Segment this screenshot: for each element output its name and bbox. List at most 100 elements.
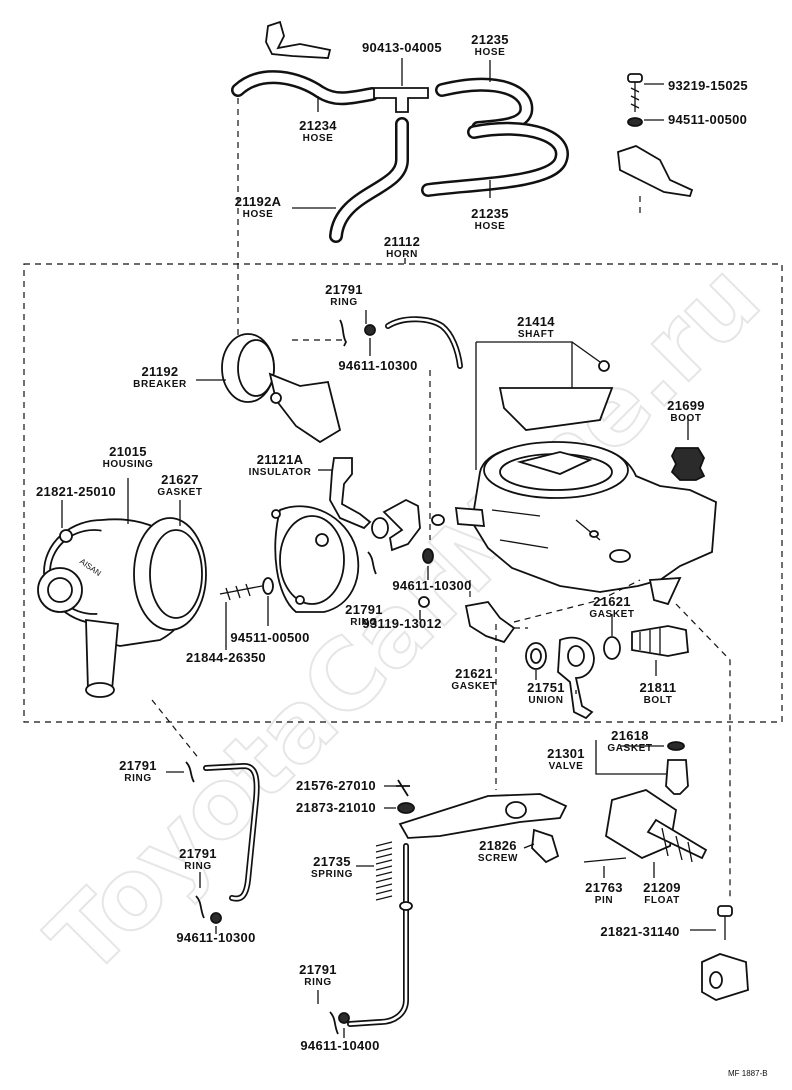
callout-part-name: RING [350, 617, 377, 628]
callout-part-name: INSULATOR [249, 467, 312, 478]
callout-part-number: 21791 [299, 962, 337, 977]
breaker-21192 [196, 98, 342, 444]
washer-21873 [397, 802, 415, 814]
washer-94511 [627, 117, 643, 127]
ring-21791-c [185, 761, 195, 783]
callout-part-name: SHAFT [518, 329, 554, 340]
union-bolt-group [513, 579, 731, 900]
callout-part-name: RING [184, 861, 211, 872]
callout-part-number: 21192 [142, 364, 179, 379]
gasket-21618 [667, 741, 685, 751]
callout-part-number: 21235 [471, 32, 509, 47]
screw-93119 [418, 580, 528, 644]
boot-21699 [670, 416, 706, 481]
washer-94611-upper [364, 324, 376, 336]
callout-part-name: RING [124, 773, 151, 784]
callout-part-number: 94611-10300 [176, 930, 255, 945]
callout-part-name: GASKET [589, 609, 634, 620]
callout-part-name: BOLT [644, 695, 673, 706]
valve-float-group [583, 740, 749, 1001]
callout-part-number: 21751 [527, 680, 565, 695]
callout-part-name: BOOT [670, 413, 701, 424]
screw-93219 [617, 73, 694, 214]
callout-part-name: HORN [386, 249, 418, 260]
callout-part-number: 21791 [119, 758, 157, 773]
callout-part-name: RING [304, 977, 331, 988]
hose-21234 [233, 72, 377, 103]
float-21209 [605, 789, 677, 860]
callout-part-number: 21618 [611, 728, 649, 743]
callout-part-number: 93119-13012 [362, 616, 441, 631]
callout-part-number: 93219-15025 [668, 78, 748, 93]
hose-21192a [331, 119, 407, 241]
callout-part-number: 21576-27010 [296, 778, 376, 793]
callout-part-number: 21235 [471, 206, 509, 221]
callout-part-number: 21826 [479, 838, 517, 853]
assembly-boundary [23, 263, 783, 723]
callout-labels: 90413-0400521235HOSE93219-1502594511-005… [36, 32, 748, 1053]
callout-part-number: 21015 [109, 444, 147, 459]
callout-part-number: 94511-00500 [668, 112, 747, 127]
callout-part-name: HOSE [303, 133, 334, 144]
insulator-21121a [318, 370, 445, 580]
callout-part-number: 21791 [345, 602, 383, 617]
ring-21791-e [329, 1011, 339, 1035]
callout-part-number: 21209 [643, 880, 681, 895]
ring-21791-upper [339, 319, 348, 347]
callout-part-number: 94611-10300 [392, 578, 471, 593]
callout-part-name: HOSE [475, 221, 506, 232]
hose-clip-bracket [265, 20, 332, 59]
callout-part-number: 21821-31140 [600, 924, 679, 939]
callout-part-number: 21414 [517, 314, 555, 329]
washer-94611-c [210, 912, 222, 924]
callout-part-number: 21121A [257, 452, 304, 467]
callout-part-number: 94611-10400 [300, 1038, 379, 1053]
callout-part-name: HOUSING [103, 459, 154, 470]
figure-code: MF 1887-B [728, 1069, 768, 1078]
callout-part-name: GASKET [607, 743, 652, 754]
callout-part-number: 21112 [384, 234, 420, 249]
callout-part-name: SCREW [478, 853, 518, 864]
callout-part-number: 21627 [161, 472, 199, 487]
callout-part-name: HOSE [475, 47, 506, 58]
callout-part-number: 21844-26350 [186, 650, 266, 665]
breaker-cover [219, 505, 360, 650]
callout-part-number: 21791 [325, 282, 363, 297]
callout-part-name: RING [330, 297, 357, 308]
ring-21791-mid [367, 551, 377, 575]
hose-assembly-top [231, 20, 569, 243]
callout-part-number: 21301 [547, 746, 585, 761]
callout-part-number: 21699 [667, 398, 705, 413]
callout-part-number: 21621 [593, 594, 631, 609]
ring-washer-upper [339, 310, 463, 369]
callout-part-number: 21234 [299, 118, 337, 133]
t-joint-90413 [373, 87, 429, 113]
callout-part-name: SPRING [311, 869, 353, 880]
washer-94611-d [338, 1012, 350, 1024]
callout-part-number: 94611-10300 [338, 358, 417, 373]
callout-part-number: 21873-21010 [296, 800, 376, 815]
housing-21015: AISAN [37, 478, 207, 698]
ring-21791-d [195, 895, 205, 919]
callout-part-number: 21621 [455, 666, 493, 681]
link-rod-lower-left [166, 761, 260, 934]
shaft-21414 [475, 341, 614, 470]
callout-part-name: HOSE [243, 209, 274, 220]
bracket-top-right [617, 145, 694, 198]
callout-part-name: GASKET [157, 487, 202, 498]
clip-21576 [396, 779, 410, 797]
callout-part-number: 21763 [585, 880, 623, 895]
callout-part-name: PIN [595, 895, 613, 906]
carburetor-body [454, 441, 717, 606]
callout-part-number: 21192A [235, 194, 282, 209]
callout-part-name: FLOAT [644, 895, 680, 906]
callout-part-name: UNION [528, 695, 563, 706]
callout-part-name: BREAKER [133, 379, 187, 390]
callout-part-name: GASKET [451, 681, 496, 692]
callout-part-number: 21811 [640, 680, 677, 695]
spring-21735 [375, 841, 393, 901]
callout-part-number: 94511-00500 [230, 630, 309, 645]
lower-linkage [317, 779, 568, 1038]
